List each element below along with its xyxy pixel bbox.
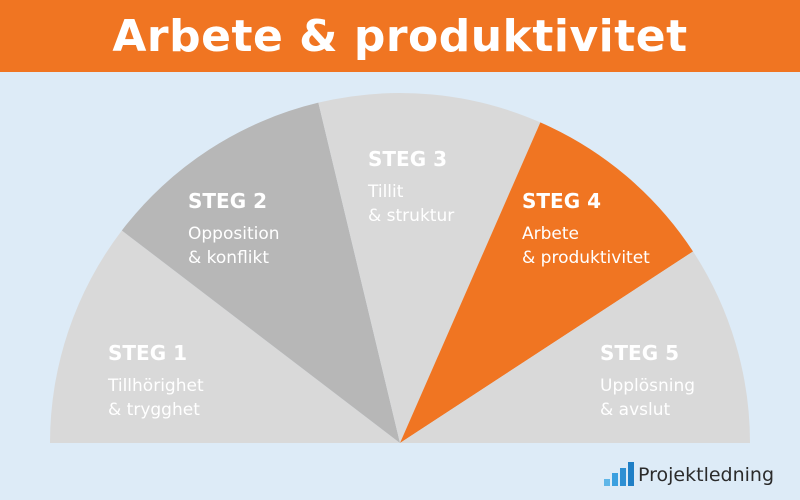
segment-1-label: STEG 1 Tillhörighet & trygghet [108,340,204,422]
segment-steg-3 [318,93,541,443]
segment-1-line2: & trygghet [108,400,200,420]
segment-4-line1: Arbete [522,224,579,244]
segment-3-line2: & struktur [368,206,455,226]
segment-2-heading: STEG 2 [188,189,268,213]
segment-3-line1: Tillit [368,182,404,202]
header-banner: Arbete & produktivitet [0,0,800,72]
segment-4-line2: & produktivitet [522,248,650,268]
segment-5-label: STEG 5 Upplösning & avslut [600,340,695,422]
segment-5-line1: Upplösning [600,376,696,396]
segment-steg-5 [400,251,751,443]
segment-2-line2: & konflikt [188,248,270,268]
segment-4-heading: STEG 4 [522,189,602,213]
bar-chart-logo-icon [604,462,634,486]
segment-5-heading: STEG 5 [600,341,680,365]
page-title: Arbete & produktivitet [112,10,688,62]
segment-2-label: STEG 2 Opposition & konflikt [188,188,280,270]
segment-steg-1 [49,230,400,443]
logo-text: Projektledning [638,464,775,486]
segment-3-heading: STEG 3 [368,147,448,171]
segment-1-heading: STEG 1 [108,341,188,365]
segment-2-line1: Opposition [188,224,280,244]
segment-4-label: STEG 4 Arbete & produktivitet [522,188,650,270]
segment-3-label: STEG 3 Tillit & struktur [368,146,454,228]
segment-steg-2 [121,102,400,444]
segment-1-line1: Tillhörighet [108,376,204,396]
projektledning-logo: Projektledning [604,462,774,486]
segment-steg-4 [400,122,694,443]
segment-5-line2: & avslut [600,400,671,420]
